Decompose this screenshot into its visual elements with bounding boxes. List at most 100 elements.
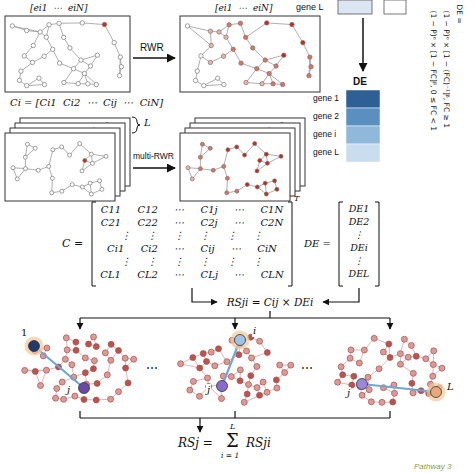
network-node — [24, 28, 28, 32]
network-node — [235, 145, 239, 149]
network-node — [68, 46, 72, 50]
text-label: ⋯ — [301, 362, 313, 376]
network-node — [288, 362, 294, 368]
network-node — [263, 58, 267, 62]
matrix-bracket — [288, 202, 292, 286]
text-label: j — [206, 384, 211, 396]
text-label: Σ — [226, 431, 239, 452]
network-node — [244, 391, 250, 397]
expression-cell — [346, 126, 380, 144]
network-node — [243, 153, 247, 157]
network-node — [123, 365, 129, 371]
network-node — [108, 357, 114, 363]
flow-arrow — [389, 318, 390, 329]
network-node — [108, 396, 114, 402]
network-node — [78, 142, 82, 146]
network-node — [224, 35, 228, 39]
node-glow — [25, 337, 44, 356]
expression-cell — [346, 108, 380, 126]
network-node — [267, 71, 271, 75]
network-link — [253, 48, 265, 60]
network-node — [60, 145, 64, 149]
network-node — [197, 365, 203, 371]
network-node — [391, 390, 397, 396]
network-node — [190, 355, 196, 361]
network-node — [408, 342, 414, 348]
text-label: gene L — [296, 2, 324, 12]
network-node — [112, 40, 116, 44]
network-node — [178, 361, 184, 367]
network-node — [211, 168, 215, 172]
network-node — [235, 189, 239, 193]
network-node — [271, 82, 275, 86]
network-node — [205, 375, 211, 381]
network-link — [246, 69, 257, 83]
text-label: RSj = — [178, 437, 213, 451]
network-link — [27, 85, 45, 86]
network-node — [409, 380, 415, 386]
network-node — [222, 82, 226, 86]
network-node — [221, 54, 225, 58]
network-node — [197, 393, 203, 399]
network-link — [49, 150, 53, 167]
network-frame — [5, 16, 130, 92]
text-label: i = 1 — [221, 452, 239, 461]
network-node — [274, 385, 280, 391]
text-label: ⋮ ⋮ ⋮ ⋮ ⋮ ⋮ — [96, 256, 288, 268]
network-node — [57, 21, 61, 25]
network-node — [379, 399, 385, 405]
network-node — [387, 354, 393, 360]
network-node — [255, 169, 259, 173]
network-node — [290, 22, 294, 26]
network-node — [54, 385, 60, 391]
network-node — [47, 23, 51, 27]
network-node — [15, 177, 19, 181]
network-node — [195, 69, 199, 73]
network-link — [81, 55, 97, 60]
network-node — [401, 336, 407, 342]
network-node — [413, 353, 419, 359]
text-label: C21 C22 ⋯ C2j ⋯ C2N — [96, 217, 288, 229]
network-node — [53, 395, 59, 401]
text-label: [ei1 ⋯ eiN] — [215, 3, 272, 13]
network-node — [265, 161, 269, 165]
network-node — [264, 192, 268, 196]
network-node — [73, 339, 79, 345]
network-node — [246, 382, 252, 388]
text-label: DE — [353, 76, 367, 88]
network-frame — [5, 133, 115, 201]
network-node — [228, 374, 234, 380]
network-node — [376, 366, 382, 372]
network-node — [397, 361, 403, 367]
network-node — [366, 387, 372, 393]
network-node — [263, 181, 267, 185]
network-node — [47, 164, 51, 168]
network-node — [257, 338, 263, 344]
network-node — [76, 81, 80, 85]
network-node — [208, 349, 214, 355]
network-node — [79, 58, 83, 62]
text-label: gene L — [313, 148, 339, 158]
highlight-node — [235, 335, 246, 346]
network-node — [59, 379, 65, 385]
network-node — [60, 189, 64, 193]
network-node — [264, 350, 270, 356]
network-node — [71, 67, 75, 71]
network-node — [260, 81, 264, 85]
network-link — [12, 26, 40, 32]
network-node — [254, 364, 260, 370]
text-label: DE1 — [344, 204, 374, 215]
network-link — [105, 25, 115, 43]
network-node — [42, 54, 46, 58]
network-node — [307, 73, 311, 77]
network-node — [430, 373, 436, 379]
network-node — [190, 177, 194, 181]
text-label: DE = — [453, 5, 462, 24]
network-node — [50, 176, 54, 180]
network-node — [208, 29, 212, 33]
network-node — [44, 345, 50, 351]
network-node — [244, 348, 250, 354]
node-glow — [231, 331, 250, 350]
node-glow — [427, 383, 446, 402]
text-label: gene 2 — [313, 112, 339, 122]
